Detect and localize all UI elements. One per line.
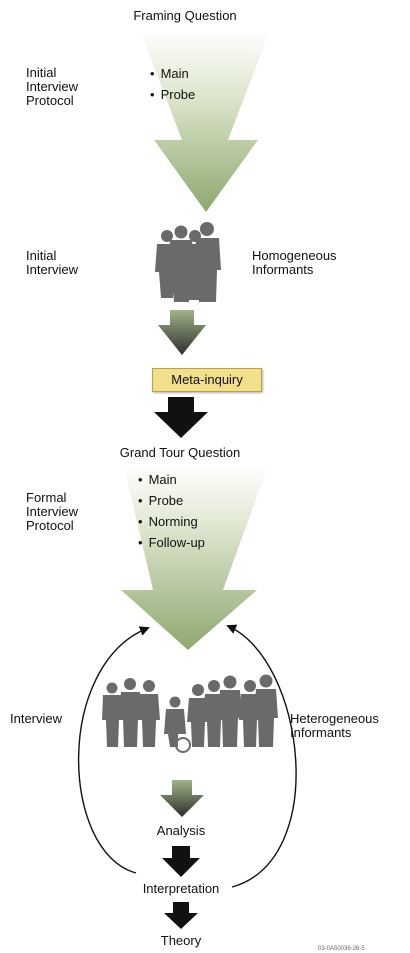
interpretation-label: Interpretation <box>142 881 220 896</box>
bullet-item: Probe <box>138 490 205 511</box>
initial-interview-label: Initial Interview <box>26 248 79 277</box>
interview-feedback-curve <box>77 626 150 874</box>
interview-label: Interview <box>10 711 63 726</box>
meta-inquiry-arrow <box>154 397 208 438</box>
bullet-item: Norming <box>138 511 205 532</box>
initial-protocol-bullets: Main Probe <box>150 63 196 105</box>
to-interpretation-arrow <box>162 846 200 877</box>
framing-question-label: Framing Question <box>133 8 237 23</box>
interpretation-feedback-curve <box>226 624 297 888</box>
initial-protocol-funnel-arrow <box>140 30 270 212</box>
heterogeneous-group-silhouettes <box>102 674 278 747</box>
bullet-item: Follow-up <box>138 532 205 553</box>
analysis-label: Analysis <box>156 823 206 838</box>
bullet-item: Main <box>150 63 195 84</box>
grand-tour-question-label: Grand Tour Question <box>119 445 241 460</box>
heterogeneous-informants-label: Heterogeneous Informants <box>290 711 379 740</box>
bullet-item: Main <box>138 469 205 490</box>
formal-protocol-label: Formal Interview Protocol <box>26 490 79 533</box>
to-theory-arrow <box>164 902 198 929</box>
homogeneous-group-silhouettes <box>155 222 221 302</box>
homogeneous-informants-label: Homogeneous Informants <box>252 248 337 277</box>
bullet-item: Probe <box>150 84 196 105</box>
theory-label: Theory <box>160 933 202 948</box>
figure-code: 03-0A50036-26-5 <box>318 946 365 952</box>
initial-interview-arrow <box>158 310 206 355</box>
initial-protocol-label: Initial Interview Protocol <box>26 65 79 108</box>
wheelchair-icon <box>175 737 191 753</box>
meta-inquiry-box: Meta-inquiry <box>152 368 262 392</box>
formal-protocol-bullets: Main Probe Norming Follow-up <box>138 469 205 553</box>
to-analysis-arrow <box>160 780 204 817</box>
